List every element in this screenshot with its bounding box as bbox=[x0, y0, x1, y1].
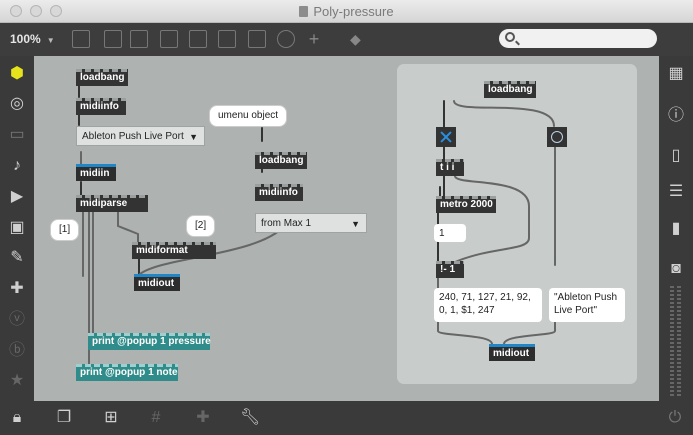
midiinfo-object[interactable]: midiinfo bbox=[76, 98, 126, 115]
comment-2: [2] bbox=[186, 215, 216, 237]
toggle-object[interactable] bbox=[436, 127, 456, 147]
camera-icon[interactable]: ◙ bbox=[671, 260, 681, 277]
window-title: Poly-pressure bbox=[0, 4, 693, 19]
vimeo-icon[interactable]: ⓥ bbox=[9, 311, 26, 328]
search-input[interactable] bbox=[499, 29, 657, 48]
sub-loadbang-object[interactable]: loadbang bbox=[484, 81, 536, 98]
target-icon[interactable]: ◎ bbox=[10, 95, 24, 112]
bottom-toolbar: 🔒︎ ❐ ⊞ # ✚ 🔧︎ ⏻ bbox=[0, 401, 693, 435]
paint-bucket-icon[interactable]: ◆ bbox=[350, 31, 361, 47]
patcher-toolbar: 100%▼ + ◆ bbox=[0, 23, 693, 56]
book-icon[interactable]: ▯ bbox=[671, 147, 681, 164]
sub-midiout-object[interactable]: midiout bbox=[489, 344, 535, 361]
bang-object[interactable] bbox=[547, 127, 567, 147]
plug-icon[interactable]: ✚ bbox=[10, 280, 24, 297]
help-badge-icon[interactable]: ⓑ bbox=[9, 342, 26, 359]
loadbang-object[interactable]: loadbang bbox=[76, 69, 128, 86]
dial-object-icon[interactable] bbox=[277, 30, 295, 48]
grid-icon[interactable]: ▦ bbox=[668, 65, 684, 82]
print-note-object[interactable]: print @popup 1 note bbox=[76, 364, 178, 381]
midi-input-umenu[interactable]: Ableton Push Live Port▼ bbox=[76, 126, 205, 146]
zoom-window-button[interactable] bbox=[50, 5, 62, 17]
meter-right bbox=[677, 286, 681, 396]
minimize-window-button[interactable] bbox=[30, 5, 42, 17]
midiparse-object[interactable]: midiparse bbox=[76, 195, 148, 212]
windows-icon[interactable]: ❐ bbox=[56, 409, 72, 426]
rminus-object[interactable]: !- 1 bbox=[436, 261, 464, 278]
meter-left bbox=[670, 286, 674, 396]
umenu-comment: umenu object bbox=[209, 105, 288, 127]
midi-output-umenu[interactable]: from Max 1▼ bbox=[255, 213, 367, 233]
add-object-icon[interactable]: ✚ bbox=[196, 409, 210, 426]
patcher-canvas[interactable]: loadbang midiinfo Ableton Push Live Port… bbox=[34, 56, 659, 401]
comment-1: [1] bbox=[50, 219, 80, 241]
document-icon bbox=[299, 6, 309, 17]
title-bar: Poly-pressure bbox=[0, 0, 693, 23]
lock-icon[interactable]: 🔒︎ bbox=[12, 409, 22, 426]
image-icon[interactable]: ▣ bbox=[9, 219, 25, 236]
wrench-icon[interactable]: 🔧︎ bbox=[240, 409, 261, 426]
search-icon bbox=[505, 32, 515, 42]
music-note-icon[interactable]: ♪ bbox=[13, 157, 21, 174]
midiinfo-object-2[interactable]: midiinfo bbox=[255, 184, 303, 201]
slider-object-icon[interactable] bbox=[248, 30, 266, 48]
cube-icon[interactable]: ⬢ bbox=[10, 65, 24, 82]
sysex-message[interactable]: 240, 71, 127, 21, 92, 0, 1, $1, 247 bbox=[434, 288, 542, 322]
paperclip-icon[interactable]: ✎ bbox=[10, 249, 24, 266]
trigger-object[interactable]: t i i bbox=[436, 159, 464, 176]
loadbang-object-2[interactable]: loadbang bbox=[255, 152, 307, 169]
new-comment-icon[interactable] bbox=[130, 30, 148, 48]
toggle-object-icon[interactable] bbox=[189, 30, 207, 48]
chevron-down-icon: ▼ bbox=[46, 36, 55, 45]
new-object-icon[interactable] bbox=[72, 30, 90, 48]
grid-toggle-icon[interactable]: # bbox=[151, 409, 161, 426]
presentation-mode-icon[interactable]: ⊞ bbox=[104, 409, 118, 426]
power-icon[interactable]: ⏻ bbox=[668, 409, 682, 426]
zoom-menu[interactable]: 100%▼ bbox=[10, 32, 55, 46]
close-window-button[interactable] bbox=[10, 5, 22, 17]
chevron-down-icon: ▼ bbox=[189, 132, 198, 142]
button-object-icon[interactable] bbox=[160, 30, 178, 48]
info-icon[interactable]: ⓘ bbox=[668, 107, 685, 124]
midiformat-object[interactable]: midiformat bbox=[132, 242, 216, 259]
right-sidebar: ▦ ⓘ ▯ ☰ ▮ ◙ bbox=[659, 56, 693, 401]
number-object-icon[interactable] bbox=[218, 30, 236, 48]
new-message-icon[interactable] bbox=[104, 30, 122, 48]
port-message[interactable]: "Ableton Push Live Port" bbox=[549, 288, 625, 322]
number-message[interactable]: 1 bbox=[434, 224, 466, 242]
play-list-icon[interactable]: ▶ bbox=[10, 188, 24, 205]
plus-icon[interactable]: + bbox=[308, 29, 320, 49]
midiout-object[interactable]: midiout bbox=[134, 274, 180, 291]
presentation-icon[interactable]: ▭ bbox=[9, 126, 25, 143]
chevron-down-icon: ▼ bbox=[351, 219, 360, 229]
metro-object[interactable]: metro 2000 bbox=[436, 196, 496, 213]
reference-book-icon[interactable]: ▮ bbox=[671, 220, 681, 237]
print-pressure-object[interactable]: print @popup 1 pressure bbox=[88, 333, 211, 350]
midiin-object[interactable]: midiin bbox=[76, 164, 116, 181]
list-icon[interactable]: ☰ bbox=[668, 183, 684, 200]
star-icon[interactable]: ★ bbox=[9, 372, 25, 389]
left-sidebar: ⬢ ◎ ▭ ♪ ▶ ▣ ✎ ✚ ⓥ ⓑ ★ bbox=[0, 56, 34, 401]
